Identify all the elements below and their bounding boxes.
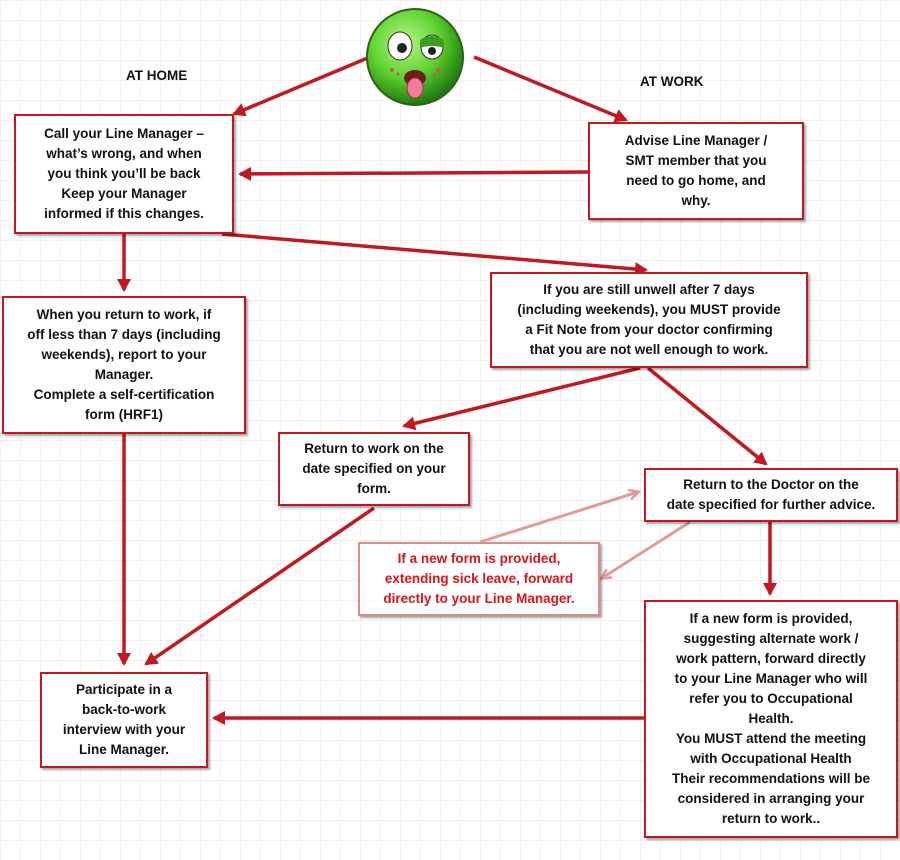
return-on-date-box: Return to work on the date specified on … [278,432,470,506]
box-line: If you are still unwell after 7 days [543,282,755,297]
call-manager-box: Call your Line Manager – what’s wrong, a… [14,114,234,234]
unwell-7-days-box: If you are still unwell after 7 days (in… [490,272,808,368]
box-line: interview with your [62,722,186,737]
box-line: If a new form is provided, [397,551,561,566]
arrow-call-to-unwell [221,232,648,277]
at-home-label: AT HOME [126,68,188,83]
box-line: date specified on your [302,461,446,476]
return-to-doctor-box: Return to the Doctor on the date specifi… [644,468,898,522]
at-work-label: AT WORK [640,74,704,89]
arrow-date-to-interview [144,506,375,666]
box-line: a Fit Note from your doctor confirming [525,322,773,337]
box-line: informed if this changes. [44,206,204,221]
new-form-extend-note: If a new form is provided, extending sic… [358,542,600,616]
box-line: with Occupational Health [690,751,852,766]
box-line: need to go home, and [626,173,766,188]
box-line: back-to-work [81,702,166,717]
arrow-home [232,55,371,117]
box-line: weekends), report to your [41,347,207,362]
box-line: Participate in a [75,682,173,697]
box-line: You MUST attend the meeting [675,731,867,746]
box-line: Manager. [94,367,154,382]
box-line: return to work.. [721,811,821,826]
box-line: If a new form is provided, [689,611,853,626]
box-line: what’s wrong, and when [46,146,202,161]
box-line: off less than 7 days (including [27,327,221,342]
arrow-unwell-to-doctor [646,366,768,466]
back-to-work-interview-box: Participate in a back-to-work interview … [40,672,208,768]
box-line: to your Line Manager who will [674,671,868,686]
box-line: Health. [748,711,794,726]
box-line: When you return to work, if [36,307,212,322]
box-line: work pattern, forward directly [676,651,866,666]
box-line: date specified for further advice. [666,497,876,512]
box-line: you think you’ll be back [47,166,201,181]
box-line: Line Manager. [78,742,170,757]
box-line: Complete a self-certification [33,387,215,402]
arrow-note-to-doctor [479,492,638,544]
box-line: suggesting alternate work / [683,631,859,646]
arrow-advise-to-call [238,166,589,181]
new-form-alternate-box: If a new form is provided, suggesting al… [644,600,898,838]
arrow-doctor-to-note [602,520,691,578]
box-line: Return to the Doctor on the [683,477,859,492]
box-line: that you are not well enough to work. [529,342,769,357]
arrow-unwell-to-return-date [402,366,641,431]
box-line: form. [357,481,391,496]
advise-manager-box: Advise Line Manager / SMT member that yo… [588,122,804,220]
box-line: Keep your Manager [61,186,187,201]
box-line: Their recommendations will be [671,771,871,786]
box-line: refer you to Occupational [689,691,853,706]
box-line: form (HRF1) [85,407,163,422]
box-line: Call your Line Manager – [44,126,204,141]
box-line: Advise Line Manager / [624,133,768,148]
box-line: considered in arranging your [677,791,865,806]
sick-face-icon [366,8,464,106]
box-line: extending sick leave, forward [384,571,574,586]
box-line: SMT member that you [625,153,767,168]
box-line: Return to work on the [304,441,444,456]
return-under-7-days-box: When you return to work, if off less tha… [2,296,246,434]
box-line: why. [681,193,711,208]
box-line: (including weekends), you MUST provide [517,302,781,317]
arrow-work [473,55,628,123]
box-line: directly to your Line Manager. [383,591,575,606]
